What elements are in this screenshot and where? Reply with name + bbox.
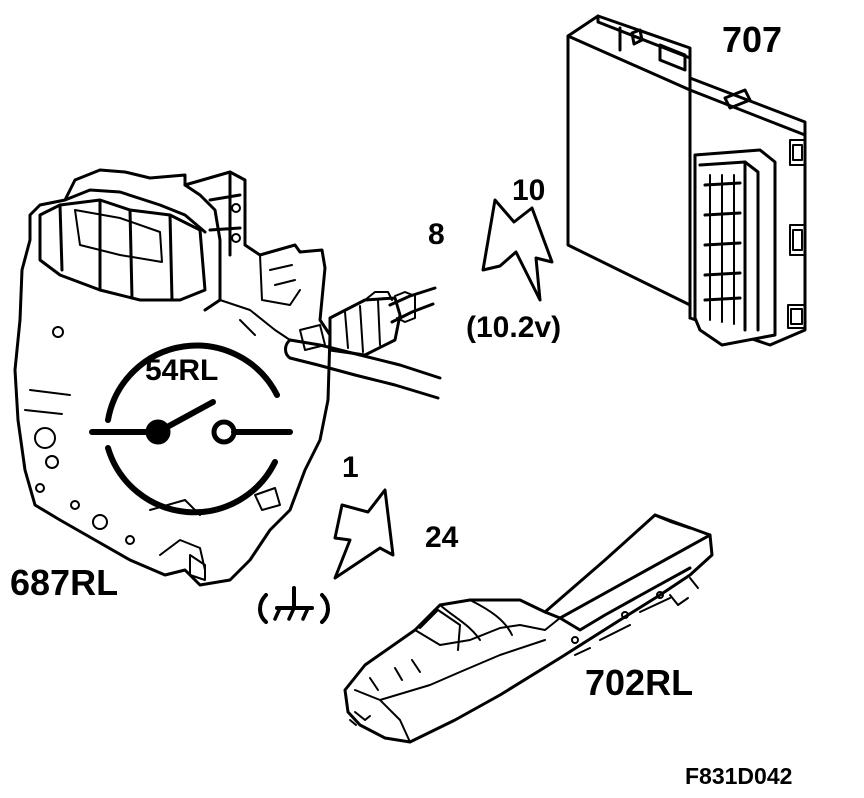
pin-label-24: 24	[425, 521, 459, 554]
actuator-label-687rl: 687RL	[10, 562, 119, 603]
signal-arrow-lower	[333, 488, 395, 580]
relay-54rl-symbol	[89, 342, 293, 516]
module-label-707: 707	[722, 19, 783, 60]
actuator-687rl	[13, 168, 442, 587]
signal-arrow-upper	[481, 198, 554, 302]
switch-label-702rl: 702RL	[585, 662, 694, 703]
pin-label-10: 10	[512, 174, 546, 207]
ground-symbol-icon	[258, 586, 330, 624]
figure-reference: F831D042	[685, 763, 793, 789]
switch-assembly-702rl	[343, 513, 714, 744]
control-module-707	[566, 14, 807, 347]
pin-label-1: 1	[342, 451, 359, 484]
relay-label-54rl: 54RL	[145, 354, 219, 387]
pin-label-8: 8	[428, 218, 445, 251]
voltage-label: (10.2v)	[466, 311, 562, 344]
